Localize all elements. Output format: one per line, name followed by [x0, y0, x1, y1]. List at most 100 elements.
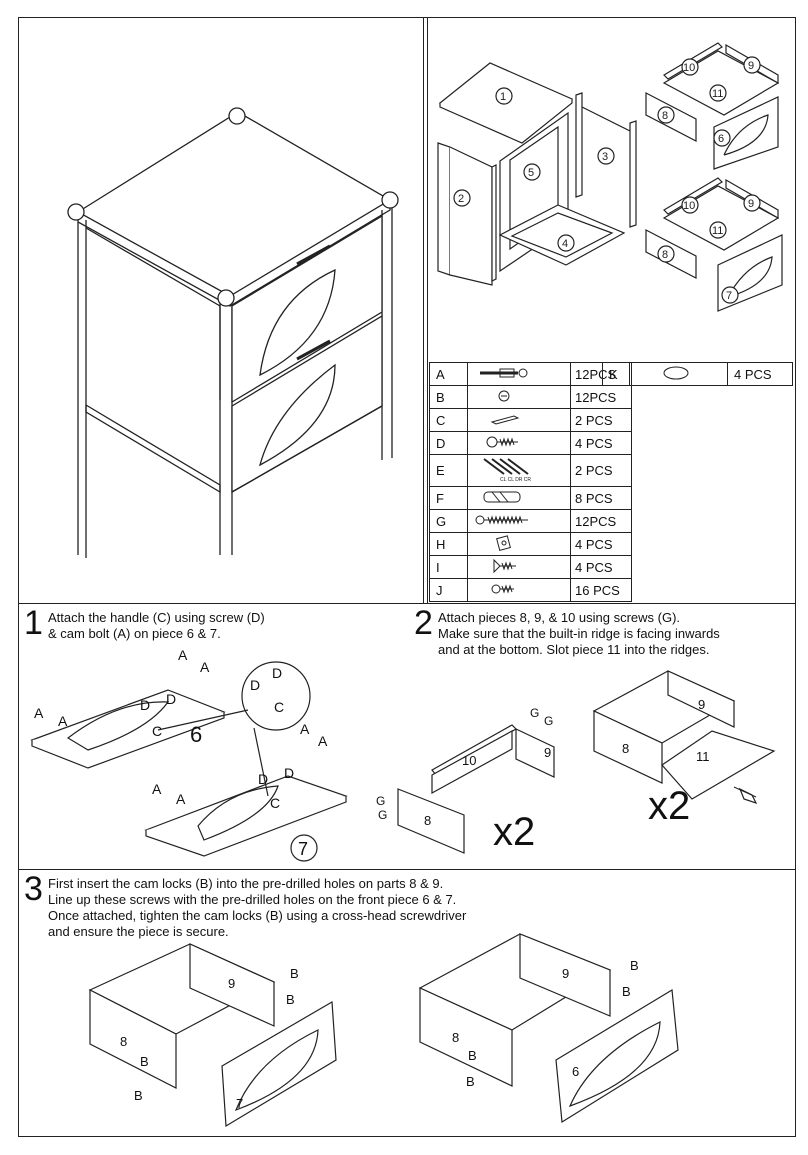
- callout-a: A: [34, 705, 44, 721]
- callout-d: D: [250, 677, 260, 693]
- part-label-8: 8: [120, 1034, 127, 1049]
- long-screw-icon: [475, 514, 528, 525]
- part-qty: 8 PCS: [570, 486, 632, 510]
- part-label-1: 1: [500, 91, 506, 103]
- step-2-diagram: G G G G 10 9 8 9 8 11: [376, 670, 776, 854]
- part-label-9: 9: [228, 976, 235, 991]
- callout-d: D: [258, 771, 268, 787]
- callout-b: B: [630, 958, 639, 973]
- part-label-8: 8: [424, 813, 431, 828]
- callout-c: C: [270, 795, 280, 811]
- part-label-7: 7: [726, 290, 732, 302]
- part-label-9b: 9: [748, 198, 754, 210]
- divider-vertical: [423, 17, 424, 603]
- divider-vertical-inner: [427, 17, 428, 603]
- part-label-10b: 10: [683, 200, 695, 212]
- callout-a: A: [200, 659, 210, 675]
- step-text-line: Make sure that the built-in ridge is fac…: [438, 626, 720, 641]
- part-label-10a: 10: [683, 62, 695, 74]
- step-text-line: Once attached, tighten the cam locks (B)…: [48, 908, 467, 923]
- page-frame: [18, 17, 796, 1137]
- part-letter: A: [429, 362, 468, 386]
- callout-b: B: [134, 1088, 143, 1103]
- exploded-parts-diagram: 1 2 3 4 5 6 7 8 8 9 9 10 10 11 11: [437, 42, 783, 312]
- step-3-diagram-left: 8 9 7 B B B B: [88, 943, 337, 1128]
- callout-b: B: [140, 1054, 149, 1069]
- oval-pad-icon: [663, 366, 689, 379]
- callout-a: A: [152, 781, 162, 797]
- divider-step3: [18, 869, 796, 870]
- part-letter: E: [429, 454, 468, 487]
- step-number: 2: [414, 604, 433, 642]
- part-letter: C: [429, 408, 468, 432]
- part-letter: F: [429, 486, 468, 510]
- part-label-11a: 11: [712, 88, 723, 100]
- short-screw-icon: [491, 583, 514, 594]
- step-text-line: and at the bottom. Slot piece 11 into th…: [438, 642, 710, 657]
- step-text-line: Attach pieces 8, 9, & 10 using screws (G…: [438, 610, 681, 625]
- callout-a: A: [176, 791, 186, 807]
- part-label-4: 4: [562, 238, 568, 250]
- callout-g: G: [544, 714, 553, 728]
- parts-row-b: B 12PCS: [429, 385, 632, 409]
- callout-g: G: [530, 706, 539, 720]
- callout-a: A: [58, 713, 68, 729]
- part-qty: 4 PCS: [727, 362, 793, 386]
- part-letter: J: [429, 578, 468, 602]
- parts-row-c: C 2 PCS: [429, 408, 632, 432]
- part-label-5: 5: [528, 167, 534, 179]
- callout-c: C: [152, 723, 162, 739]
- callout-d: D: [140, 697, 150, 713]
- part-qty: 2 PCS: [570, 454, 632, 487]
- callout-g: G: [378, 808, 387, 822]
- screw-icon: [493, 558, 516, 573]
- step-1-diagram: A A A A A A A A D D D D D D C C C 6 7: [30, 647, 348, 862]
- part-letter: B: [429, 385, 468, 409]
- part-label-8: 8: [452, 1030, 459, 1045]
- callout-a: A: [318, 733, 328, 749]
- part-label-6: 6: [718, 133, 724, 145]
- part-label-6: 6: [190, 722, 202, 747]
- callout-b: B: [468, 1048, 477, 1063]
- step-text-line: Line up these screws with the pre-drille…: [48, 892, 457, 907]
- callout-b: B: [622, 984, 631, 999]
- part-label-2: 2: [458, 193, 464, 205]
- step-text-line: Attach the handle (C) using screw (D): [48, 610, 265, 625]
- step-text-line: & cam bolt (A) on piece 6 & 7.: [48, 626, 221, 641]
- part-qty: 4 PCS: [570, 431, 632, 455]
- step-number: 3: [24, 870, 43, 908]
- cam-bolt-icon: [480, 368, 528, 377]
- part-qty: 12PCS: [570, 385, 632, 409]
- divider-step1: [18, 603, 796, 604]
- wooden-dowel-icon: [483, 491, 521, 502]
- part-label-9: 9: [562, 966, 569, 981]
- allen-key-labels: CL CL DR CR: [500, 477, 531, 483]
- callout-b: B: [466, 1074, 475, 1089]
- callout-a: A: [300, 721, 310, 737]
- callout-g: G: [376, 794, 385, 808]
- callout-d: D: [166, 691, 176, 707]
- callout-b: B: [290, 966, 299, 981]
- screw-icon: [486, 436, 518, 447]
- part-label-8a: 8: [662, 110, 668, 122]
- part-letter: I: [429, 555, 468, 579]
- step-text-line: and ensure the piece is secure.: [48, 924, 229, 939]
- multiplier-x2: x2: [493, 810, 536, 854]
- part-label-9: 9: [698, 697, 705, 712]
- part-label-9: 9: [544, 745, 551, 760]
- part-qty: 2 PCS: [570, 408, 632, 432]
- callout-d: D: [272, 665, 282, 681]
- part-label-8: 8: [622, 741, 629, 756]
- part-label-8b: 8: [662, 249, 668, 261]
- part-label-7: 7: [298, 839, 308, 859]
- bracket-icon: [496, 534, 511, 551]
- part-qty: 4 PCS: [570, 532, 632, 556]
- part-label-11: 11: [696, 749, 710, 764]
- part-label-3: 3: [602, 151, 608, 163]
